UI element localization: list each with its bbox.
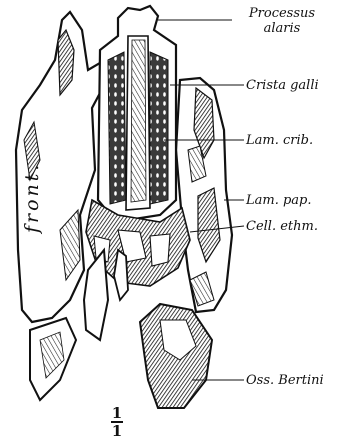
- label-lam-pap: Lam. pap.: [246, 193, 312, 208]
- scale-fraction: 1 1: [106, 405, 128, 439]
- label-front: front.: [21, 112, 43, 282]
- label-processus-alaris: Processus alaris: [232, 6, 332, 36]
- label-cell-ethm: Cell. ethm.: [246, 219, 318, 234]
- label-lam-crib: Lam. crib.: [246, 133, 313, 148]
- label-processus-alaris-line2: alaris: [264, 21, 301, 36]
- label-crista-galli: Crista galli: [246, 78, 319, 93]
- scale-denominator: 1: [106, 423, 128, 439]
- label-oss-bertini: Oss. Bertini: [246, 373, 324, 388]
- right-lateral-plate: [176, 78, 232, 312]
- ossiculum-bertini: [140, 304, 212, 408]
- scale-numerator: 1: [106, 405, 128, 421]
- cribriform-plate: [98, 6, 176, 220]
- label-processus-alaris-line1: Processus: [249, 6, 315, 21]
